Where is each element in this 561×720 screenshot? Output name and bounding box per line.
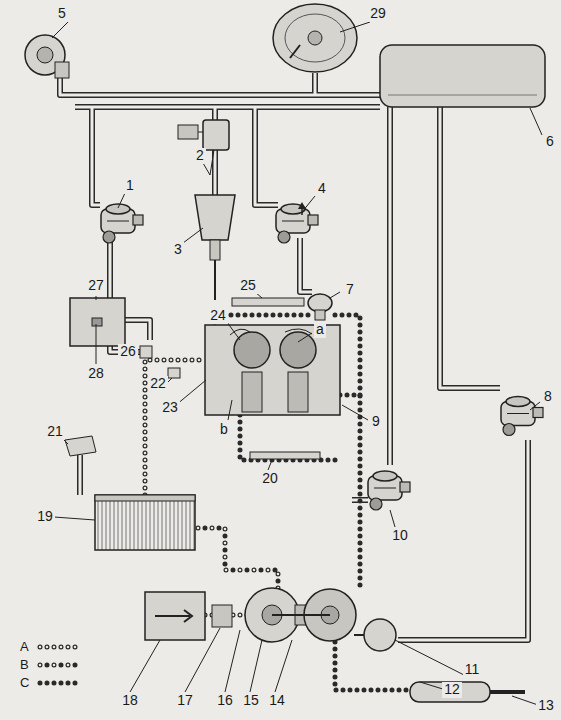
callout-number: 15 [241,693,261,708]
callout-number: 2 [194,148,206,163]
vacuum-pump [25,35,69,78]
leader-lines [52,22,542,705]
solenoid-valve [276,204,318,243]
callout-number: 25 [238,278,258,293]
callout-number: 29 [368,6,388,21]
callout-number: 28 [86,366,106,381]
callout-number: 10 [390,528,410,543]
wastegate-actuator [354,619,396,651]
callout-number: 23 [160,400,180,415]
intake-manifold [232,298,304,306]
legend-text: A [20,640,29,654]
callout-number: a [314,322,326,337]
callout-number: 19 [35,509,55,524]
air-filter [145,592,205,640]
callout-number: 12 [442,682,462,697]
callout-number: 6 [544,134,556,149]
egr-valve [308,294,332,320]
sensor [65,436,96,456]
callout-number: 13 [536,698,556,713]
callout-number: 7 [344,282,356,297]
callout-number: 8 [542,389,554,404]
callout-number: 26 [118,344,138,359]
catalytic-converter [410,682,525,702]
callout-number: 1 [124,178,136,193]
control-unit [70,298,125,346]
temperature-sensor [168,368,180,378]
solenoid-valve [368,471,410,510]
callout-number: 22 [148,376,168,391]
legend-sample [40,683,76,684]
legend-sample [40,647,76,648]
turbocharger [245,588,356,642]
callout-number: 16 [215,693,235,708]
legend-sample [40,665,76,666]
solenoid-valve [501,397,543,436]
callout-number: 20 [260,471,280,486]
callout-number: 24 [208,308,228,323]
callout-number: 11 [463,662,482,677]
intercooler [95,495,195,550]
callout-number: 3 [172,242,184,257]
legend-text: B [20,658,29,672]
callout-number: 17 [175,693,195,708]
callout-number: 9 [370,414,382,429]
egr-cooler [250,452,320,459]
callout-number: 27 [86,278,106,293]
vacuum-actuator [195,195,235,300]
callout-number: 18 [120,693,140,708]
vacuum-reservoir [380,45,545,107]
callout-number: 21 [45,424,65,439]
brake-booster [273,4,357,72]
callout-number: 4 [316,181,328,196]
callout-number: 14 [267,693,287,708]
legend-text: C [20,676,29,690]
callout-number: b [218,422,230,437]
solenoid-valve [101,204,143,243]
callout-number: 5 [56,6,68,21]
engine-block [205,325,340,415]
pressure-sensor [140,346,152,358]
pressure-sensor [178,120,229,150]
air-flow-meter [212,605,232,627]
